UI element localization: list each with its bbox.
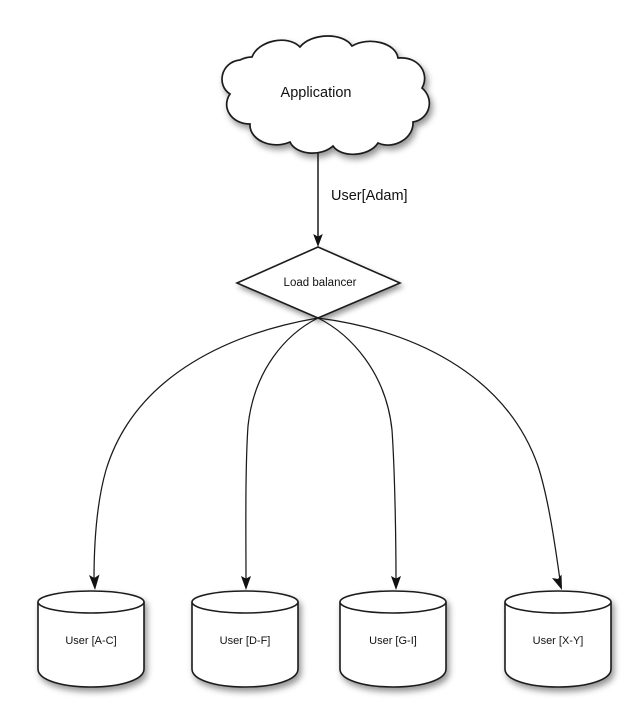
cylinder-body-0 <box>37 602 145 688</box>
node-database-0[interactable]: User [A-C] <box>37 590 145 688</box>
edge-balancer-to-db-1-arrowhead <box>89 574 100 590</box>
node-database-1[interactable]: User [D-F] <box>191 590 299 688</box>
edge-app-to-balancer-label: User[Adam] <box>331 188 408 204</box>
edge-balancer-to-db-2-arrowhead <box>241 576 251 590</box>
cylinder-top-0 <box>37 590 145 614</box>
edge-balancer-to-db-3[interactable] <box>317 317 401 590</box>
cylinder-top-2 <box>339 590 447 614</box>
database-label-0: User [A-C] <box>65 635 116 647</box>
node-database-2[interactable]: User [G-I] <box>339 590 447 688</box>
node-database-3[interactable]: User [X-Y] <box>504 590 612 688</box>
edge-balancer-to-db-3-arrowhead <box>391 576 401 590</box>
edge-balancer-to-db-2[interactable] <box>241 317 319 590</box>
edge-balancer-to-db-1[interactable] <box>89 317 319 590</box>
edge-balancer-to-db-2-curve <box>245 317 319 581</box>
node-load-balancer[interactable]: Load balancer <box>235 246 403 319</box>
edge-balancer-to-db-1-curve <box>93 317 319 581</box>
edge-balancer-to-db-4[interactable] <box>317 317 562 590</box>
application-label: Application <box>281 85 352 101</box>
edge-balancer-to-db-4-arrowhead <box>552 574 562 590</box>
edge-app-to-balancer-arrowhead <box>313 234 323 247</box>
edge-app-to-balancer[interactable]: User[Adam] <box>313 152 408 247</box>
edge-balancer-to-db-3-curve <box>317 317 397 581</box>
cylinder-body-2 <box>339 602 447 688</box>
cloud-shape <box>221 35 431 156</box>
cylinder-body-1 <box>191 602 299 688</box>
cylinder-top-1 <box>191 590 299 614</box>
database-label-2: User [G-I] <box>369 635 417 647</box>
cylinder-top-3 <box>504 590 612 614</box>
database-label-1: User [D-F] <box>220 635 271 647</box>
load-balancer-label: Load balancer <box>284 277 357 289</box>
database-label-3: User [X-Y] <box>533 635 584 647</box>
node-application[interactable]: Application <box>221 35 431 156</box>
cylinder-body-3 <box>504 602 612 688</box>
edge-balancer-to-db-4-curve <box>317 317 561 581</box>
